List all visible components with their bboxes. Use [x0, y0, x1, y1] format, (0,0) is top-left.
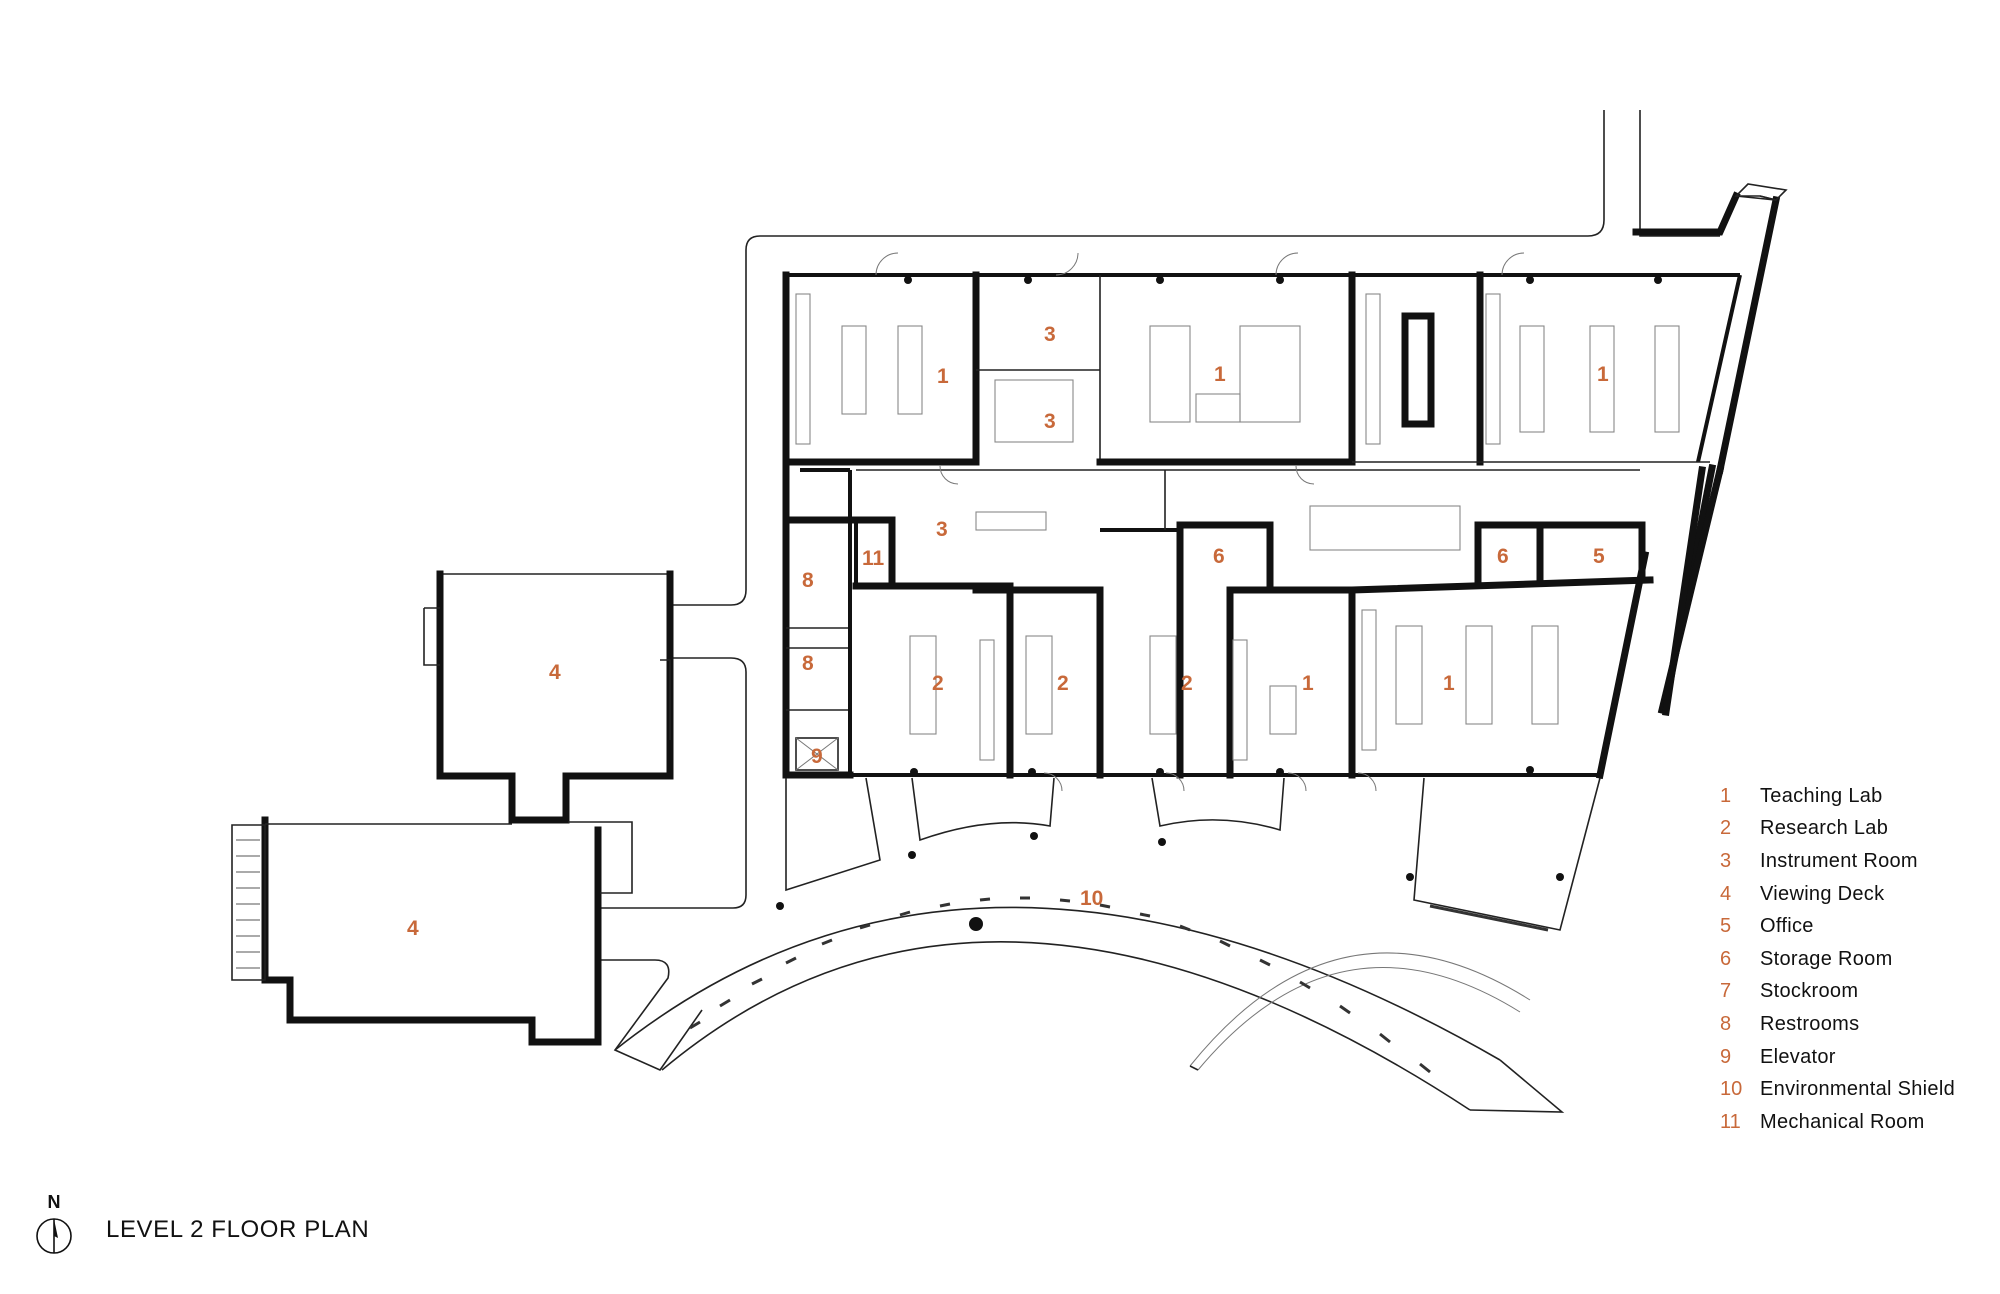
room-num-teaching-lab-e: 1 — [1443, 672, 1455, 695]
legend-item: 7 Stockroom — [1720, 976, 1990, 1009]
lab-casework — [795, 293, 1680, 761]
legend-label: Teaching Lab — [1760, 784, 1883, 807]
legend-label: Viewing Deck — [1760, 882, 1885, 905]
legend-label: Restrooms — [1760, 1012, 1860, 1035]
legend-label: Instrument Room — [1760, 849, 1918, 872]
legend-label: Storage Room — [1760, 947, 1893, 970]
legend-item: 10 Environmental Shield — [1720, 1073, 1990, 1106]
legend-item: 5 Office — [1720, 910, 1990, 943]
room-num-research-a: 2 — [932, 672, 944, 695]
legend-item: 1 Teaching Lab — [1720, 780, 1990, 813]
main-building-walls — [782, 191, 1781, 780]
interior-walls — [782, 271, 1710, 779]
northeast-stair — [1734, 183, 1788, 201]
legend-number: 5 — [1720, 915, 1732, 938]
legend-number: 8 — [1720, 1012, 1732, 1035]
legend-number: 7 — [1720, 980, 1732, 1003]
room-labels: 1 3 3 1 1 3 11 6 6 5 8 8 9 2 2 2 1 1 4 4… — [407, 323, 1609, 940]
legend-label: Environmental Shield — [1760, 1078, 1955, 1101]
plan-title: LEVEL 2 FLOOR PLAN — [106, 1216, 370, 1243]
legend-item: 9 Elevator — [1720, 1041, 1990, 1074]
room-num-elevator: 9 — [811, 745, 823, 768]
room-num-teaching-lab-c: 1 — [1597, 363, 1609, 386]
room-num-storage-a: 6 — [1213, 545, 1225, 568]
legend-item: 3 Instrument Room — [1720, 845, 1990, 878]
legend-item: 2 Research Lab — [1720, 813, 1990, 846]
room-num-restroom-a: 8 — [802, 569, 814, 592]
legend-label: Research Lab — [1760, 817, 1889, 840]
room-num-teaching-lab-b: 1 — [1214, 363, 1226, 386]
room-num-instrument-a: 3 — [1044, 323, 1056, 346]
north-arrow: N — [34, 1192, 74, 1262]
forecourt — [785, 777, 1601, 932]
legend-label: Elevator — [1760, 1045, 1836, 1068]
room-num-teaching-lab-a: 1 — [937, 365, 949, 388]
legend-item: 6 Storage Room — [1720, 943, 1990, 976]
elevator-shaft — [795, 737, 839, 771]
room-legend: 1 Teaching Lab 2 Research Lab 3 Instrument … — [1720, 780, 1990, 1139]
room-num-instrument-c: 3 — [936, 518, 948, 541]
north-arrow-icon — [36, 1218, 72, 1254]
environmental-shield — [614, 896, 1565, 1113]
legend-item: 8 Restrooms — [1720, 1008, 1990, 1041]
legend-number: 11 — [1720, 1110, 1741, 1133]
room-num-research-c: 2 — [1181, 672, 1193, 695]
legend-number: 9 — [1720, 1045, 1732, 1068]
room-num-restroom-b: 8 — [802, 652, 814, 675]
legend-item: 11 Mechanical Room — [1720, 1106, 1990, 1139]
legend-number: 6 — [1720, 947, 1732, 970]
legend-number: 2 — [1720, 817, 1732, 840]
room-num-environmental-shield: 10 — [1080, 887, 1103, 910]
room-num-viewing-deck-a: 4 — [549, 661, 561, 684]
legend-number: 3 — [1720, 849, 1732, 872]
room-num-storage-b: 6 — [1497, 545, 1509, 568]
viewing-deck-lower — [231, 195, 1777, 1046]
site-outline — [597, 110, 1720, 1071]
viewing-deck-upper — [423, 570, 674, 824]
room-num-research-b: 2 — [1057, 672, 1069, 695]
legend-number: 1 — [1720, 784, 1732, 807]
legend-number: 10 — [1720, 1078, 1743, 1101]
room-num-mechanical: 11 — [862, 547, 885, 570]
room-num-office: 5 — [1593, 545, 1605, 568]
north-label: N — [47, 1192, 61, 1212]
legend-item: 4 Viewing Deck — [1720, 878, 1990, 911]
room-num-teaching-lab-d: 1 — [1302, 672, 1314, 695]
legend-label: Stockroom — [1760, 980, 1859, 1003]
legend-label: Mechanical Room — [1760, 1110, 1925, 1133]
room-num-instrument-b: 3 — [1044, 410, 1056, 433]
structural-columns — [776, 276, 1662, 910]
legend-label: Office — [1760, 915, 1814, 938]
room-num-viewing-deck-b: 4 — [407, 917, 419, 940]
legend-number: 4 — [1720, 882, 1732, 905]
doors — [875, 252, 1525, 792]
